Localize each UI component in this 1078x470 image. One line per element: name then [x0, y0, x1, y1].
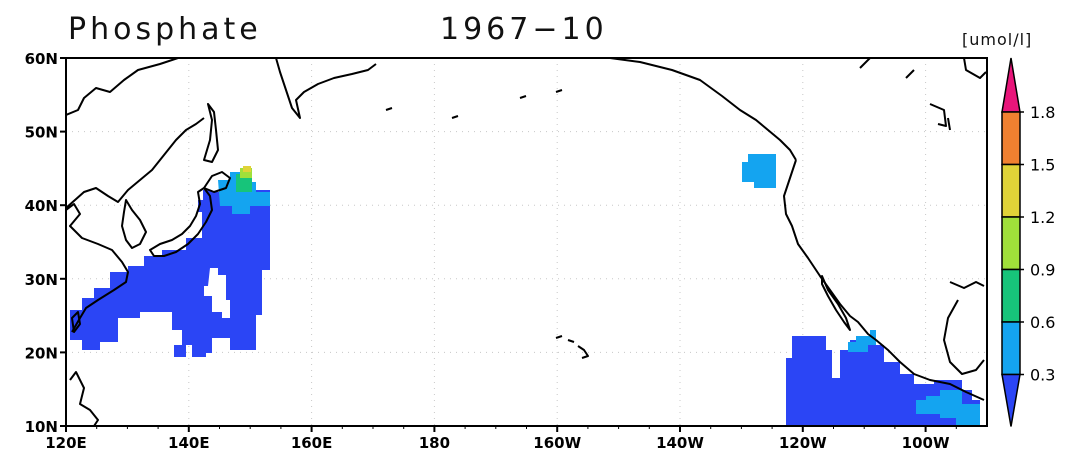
x-tick-label: 180: [419, 434, 450, 452]
y-tick-label: 40N: [25, 197, 58, 215]
data-gap: [204, 268, 230, 318]
map-title-date: 1967−10: [440, 12, 608, 47]
colorbar-segment: [1001, 216, 1021, 271]
data-cell-yellowgreen: [240, 168, 252, 178]
map-title-variable: Phosphate: [68, 12, 262, 47]
x-tick-label: 160E: [291, 434, 333, 452]
colorbar-level-label: 0.3: [1030, 366, 1055, 385]
data-cell-yellow: [243, 166, 251, 172]
colorbar-segment: [1001, 268, 1021, 323]
coastline-aleutians: [385, 89, 563, 119]
y-tick-label: 50N: [25, 124, 58, 142]
coastline-japan: [149, 187, 213, 257]
coastline-philippines: [69, 371, 99, 426]
x-tick-label: 100W: [902, 434, 950, 452]
y-tick-label: 10N: [25, 418, 58, 436]
y-axis: 10N 20N 30N 40N 50N 60N: [25, 50, 66, 436]
y-tick-label: 60N: [25, 50, 58, 68]
coastline-yucatan: [949, 281, 985, 289]
data-region-nw-pacific: [70, 190, 270, 357]
coastline-sakhalin: [203, 103, 219, 163]
x-tick-label: 160W: [533, 434, 581, 452]
colorbar-units: [umol/l]: [962, 30, 1033, 49]
colorbar-max-arrow: [1001, 57, 1021, 113]
x-tick-label: 120W: [779, 434, 827, 452]
x-axis: 120E 140E 160E 180 160W 140W 120W 100W: [45, 426, 957, 452]
coastline-north-america-west: [783, 159, 985, 401]
coastline-taiwan: [71, 311, 81, 333]
coastline-gulf-mexico: [943, 299, 985, 375]
coastline-hokkaido: [203, 171, 231, 193]
y-tick-label: 20N: [25, 344, 58, 362]
coastline-hawaii: [555, 335, 589, 359]
colorbar-level-label: 1.2: [1030, 208, 1055, 227]
colorbar-min-arrow: [1001, 373, 1021, 427]
x-tick-label: 120E: [45, 434, 87, 452]
coastline-korea: [121, 199, 147, 249]
data-region-mexico-light-2: [916, 390, 980, 426]
coastline-kamchatka: [275, 58, 377, 119]
colorbar-level-label: 1.8: [1030, 103, 1055, 122]
colorbar-segment: [1001, 111, 1021, 166]
phosphate-data-cells: [70, 154, 980, 426]
coastline-alaska: [609, 58, 797, 161]
colorbar: 0.3 0.6 0.9 1.2 1.5 1.8: [1001, 57, 1055, 427]
coastline-asia: [66, 58, 205, 333]
colorbar-segment: [1001, 321, 1021, 376]
x-tick-label: 140E: [168, 434, 210, 452]
colorbar-level-label: 0.9: [1030, 261, 1055, 280]
coastlines: [66, 58, 987, 426]
coastline-canada-arctic: [859, 58, 987, 131]
data-region-california: [742, 154, 776, 188]
data-region-mexico-light: [848, 330, 876, 352]
colorbar-level-label: 0.6: [1030, 313, 1055, 332]
data-cell-green: [236, 174, 252, 192]
data-region-hokkaido: [218, 172, 270, 214]
colorbar-level-label: 1.5: [1030, 156, 1055, 175]
colorbar-segment: [1001, 163, 1021, 218]
y-tick-label: 30N: [25, 271, 58, 289]
x-tick-label: 140W: [656, 434, 704, 452]
coastline-baja: [821, 275, 851, 331]
